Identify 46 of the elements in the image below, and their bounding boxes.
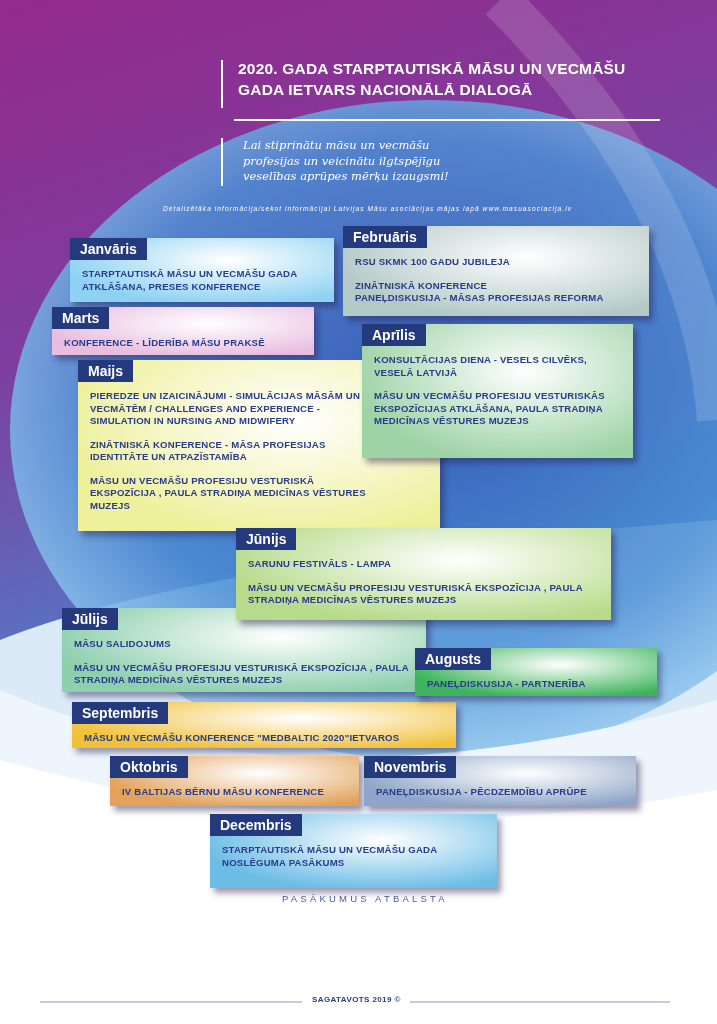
event-text: STARPTAUTISKĀ MĀSU UN VECMĀŠU GADA ATKLĀŠANA, PRESES KONFERENCE [82,268,299,293]
event-card [364,756,636,806]
footer-text: PASĀKUMUS ATBALSTA [282,893,448,905]
month-tab: Februāris [343,226,427,248]
event-text: STARPTAUTISKĀ MĀSU UN VECMĀŠU GADA NOSLĒGUMA PASĀKUMS [222,844,439,869]
month-tab: Augusts [415,648,491,670]
event-card [70,238,334,302]
poster-title: 2020. GADA STARPTAUTISKĀ MĀSU UN VECMĀŠU GADA IETVARS NACIONĀLĀ DIALOGĀ [238,59,627,100]
event-text: PANEĻDISKUSIJA - MĀSAS PROFESIJAS REFORMA [355,292,605,305]
event-card [343,226,649,316]
event-text: MĀSU UN VECMĀŠU PROFESIJU VESTURISKĀ EKSPOZĪCIJA , PAULA STRADIŅA MEDICĪNAS VĒSTURES MUZEJS [74,661,410,687]
event-text: MĀSU UN VECMĀŠU PROFESIJU VESTURISKĀS EKSPOZĪCIJAS ATKLĀŠANA, PAULA STRADIŅA MEDICĪNAS VĒSTURES MUZEJS [374,390,606,428]
month-tab: Novembris [364,756,457,778]
event-text: MĀSU SALIDOJUMS [74,638,172,651]
event-card [415,648,657,696]
event-text: MĀSU UN VECMĀŠU PROFESIJU VESTURISKĀ EKSPOZĪCIJA , PAULA STRADIŅA MEDICĪNAS VĒSTURES MUZEJS [90,474,367,512]
month-tab: Marts [52,307,110,329]
month-tab: Septembris [72,702,169,724]
event-text: RSU SKMK 100 GADU JUBILEJA [355,256,511,269]
event-card [362,324,633,458]
subtitle: Lai stiprinātu māsu un vecmāšu profesijas un veicinātu ilgtspējīgu veselības aprūpes mērķu izaugsmi! [243,138,450,185]
event-text: PANEĻDISKUSIJA - PĒCDZEMDĪBU APRŪPE [376,786,588,799]
footer-text: SAGATAVOTS 2019 © [312,995,401,1005]
month-tab: Jūlijs [62,608,118,630]
event-text: MĀSU UN VECMĀŠU KONFERENCE "MEDBALTIC 2020"IETVAROS [84,732,401,745]
month-tab: Maijs [78,360,133,382]
month-tab: Oktobris [110,756,188,778]
month-tab: Jūnijs [236,528,297,550]
month-tab: Janvāris [70,238,147,260]
month-tab: Decembris [210,814,302,836]
event-card [72,702,456,748]
event-card [236,528,611,620]
event-card [62,608,426,692]
event-text: PANEĻDISKUSIJA - PARTNERĪBA [427,678,587,691]
event-card [52,307,314,355]
event-text: IV BALTIJAS BĒRNU MĀSU KONFERENCE [122,786,326,799]
event-card [210,814,497,888]
month-tab: Aprīlis [362,324,426,346]
event-text: PIEREDZE UN IZAICINĀJUMI - SIMULĀCIJAS MĀSĀM UN VECMĀTĒM / CHALLENGES AND EXPERIENCE - SIMULATION IN NURSING AND MIDWIFERY [90,390,362,428]
event-text: ZINĀTNISKĀ KONFERENCE [355,279,489,292]
event-text: ZINĀTNISKĀ KONFERENCE - MĀSA PROFESIJAS IDENTITĀTE UN ATPAZĪSTAMĪBA [90,438,327,464]
event-text: SARUNU FESTIVĀLS - LAMPA [248,558,393,571]
event-text: KONSULTĀCIJAS DIENA - VESELS CILVĒKS, VESELĀ LATVIJĀ [374,354,588,379]
event-text: MĀSU UN VECMĀŠU PROFESIJU VESTURISKĀ EKSPOZĪCIJA , PAULA STRADIŅA MEDICĪNAS VĒSTURES MUZEJS [248,581,584,607]
event-card [110,756,359,806]
event-text: KONFERENCE - LĪDERĪBA MĀSU PRAKSĒ [64,337,266,350]
